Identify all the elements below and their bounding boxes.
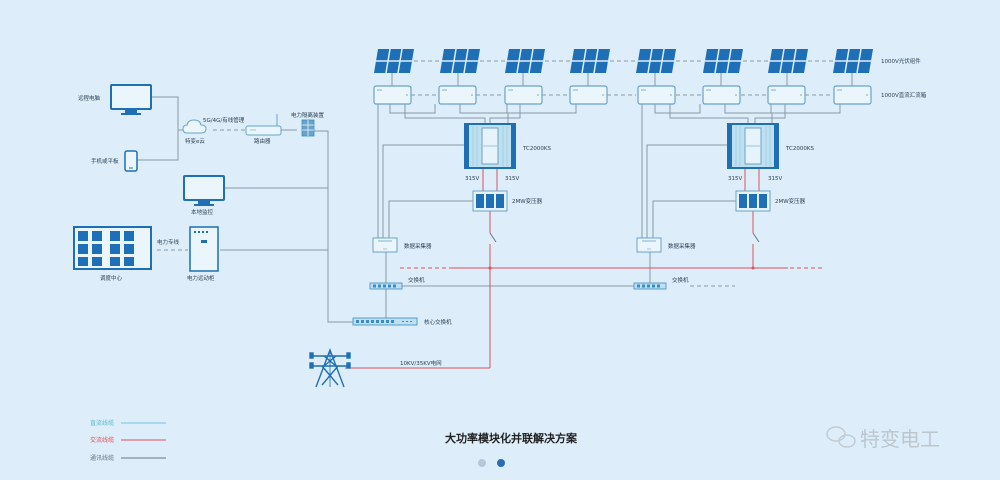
combiner-box-icon <box>438 85 477 105</box>
solar-panel-icon <box>569 48 611 74</box>
breaker-icon <box>752 232 760 243</box>
combiner-box-icon <box>504 85 543 105</box>
core-switch: 核心交换机 <box>352 317 452 326</box>
legend-item-dc: 直流线缆 <box>90 419 166 427</box>
legend-label: 通讯线缆 <box>90 454 114 462</box>
inverter-label: TC2000KS <box>785 146 814 152</box>
bottom-strip <box>0 480 1000 487</box>
remote-pc-icon <box>110 84 152 116</box>
combiner-label: 1000V直流汇流箱 <box>881 91 927 99</box>
inverter-icon <box>727 123 779 169</box>
combiner-box-icon <box>373 85 412 105</box>
dispatch-center-icon <box>73 226 152 270</box>
switch-icon <box>369 282 403 290</box>
solar-panel-icon <box>504 48 546 74</box>
wechat-icon <box>826 426 856 448</box>
combiner-box-icon <box>702 85 741 105</box>
inverter-label: TC2000KS <box>522 146 551 152</box>
local-monitor-label: 本地监控 <box>191 208 214 216</box>
remote-pc-label: 远程电脑 <box>78 94 101 102</box>
wireless-label: 5G/4G/有线管理 <box>203 116 245 124</box>
solar-panel-icon <box>702 48 744 74</box>
comm-lines <box>137 96 841 323</box>
legend-item-comm: 通讯线缆 <box>90 454 166 462</box>
grid-label: 10KV/35KV电网 <box>400 359 442 367</box>
unit-2: TC2000KS 315V 315V 2MW变压器 数据采集器 交换机 <box>633 123 814 290</box>
diagram-title: 大功率模块化并联解决方案 <box>445 431 578 445</box>
unit-1: TC2000KS 315V 315V 2MW变压器 数据采集器 交换机 <box>369 123 551 290</box>
legend-label: 直流线缆 <box>90 419 114 427</box>
dispatch-center-label: 调度中心 <box>100 274 123 282</box>
voltage-label: 315V <box>465 176 479 182</box>
switch-label: 交换机 <box>672 276 689 284</box>
voltage-label: 315V <box>505 176 519 182</box>
legend-item-ac: 交流线缆 <box>90 436 166 444</box>
mobile-label: 手机或平板 <box>91 157 119 165</box>
transformer-icon <box>735 190 771 212</box>
panel-combiner-links <box>391 73 853 86</box>
cloud-icon <box>182 119 207 134</box>
power-line-label: 电力专线 <box>157 238 180 246</box>
legend: 直流线缆 交流线缆 通讯线缆 <box>90 419 166 462</box>
pager-dot-2-active[interactable] <box>497 459 505 467</box>
left-panel: 远程电脑 手机或平板 特变e云 5G/4G/有线管理 路由器 电力隔离装置 本地… <box>73 84 325 282</box>
solar-panel-icon <box>439 48 481 74</box>
switch-label: 交换机 <box>408 276 425 284</box>
combiner-box-icon <box>767 85 806 105</box>
solar-panel-icon <box>832 48 874 74</box>
combiner-box-icon <box>569 85 608 105</box>
transformer-label: 2MW变压器 <box>512 197 543 205</box>
combiner-box-icon <box>637 85 676 105</box>
remote-cabinet-label: 电力远动柜 <box>187 274 215 282</box>
inverter-icon <box>464 123 516 169</box>
solar-panel-icon <box>635 48 677 74</box>
solar-panel-icon <box>767 48 809 74</box>
router-icon <box>245 114 282 136</box>
pager <box>478 459 505 467</box>
pager-dot-1[interactable] <box>478 459 486 467</box>
core-switch-label: 核心交换机 <box>424 318 452 326</box>
solar-panel-icon <box>373 48 415 74</box>
combiner-box-icon <box>833 85 872 105</box>
breakers <box>489 232 760 243</box>
data-collector-icon <box>372 237 398 253</box>
transformer-icon <box>472 190 508 212</box>
breaker-icon <box>489 232 497 243</box>
transformer-label: 2MW变压器 <box>775 197 806 205</box>
local-monitor-icon <box>183 175 225 207</box>
ac-lines <box>345 168 788 369</box>
voltage-label: 315V <box>728 176 742 182</box>
switch-icon <box>633 282 667 290</box>
watermark-text: 特变电工 <box>860 427 940 451</box>
isolation-label: 电力隔离装置 <box>291 111 325 119</box>
pv-string-label: 1000V光伏组件 <box>881 57 921 65</box>
collector-label: 数据采集器 <box>404 242 432 250</box>
collector-label: 数据采集器 <box>668 242 696 250</box>
data-collector-icon <box>636 237 662 253</box>
pv-strings <box>373 48 874 74</box>
mobile-icon <box>124 150 138 172</box>
voltage-label: 315V <box>768 176 782 182</box>
router-label: 路由器 <box>254 137 271 145</box>
dc-dashes <box>411 60 833 96</box>
transmission-tower-icon <box>309 348 351 388</box>
cloud-label: 特变e云 <box>185 137 205 145</box>
legend-label: 交流线缆 <box>90 436 114 444</box>
isolation-device-icon <box>301 119 315 137</box>
remote-cabinet-icon <box>189 226 219 272</box>
